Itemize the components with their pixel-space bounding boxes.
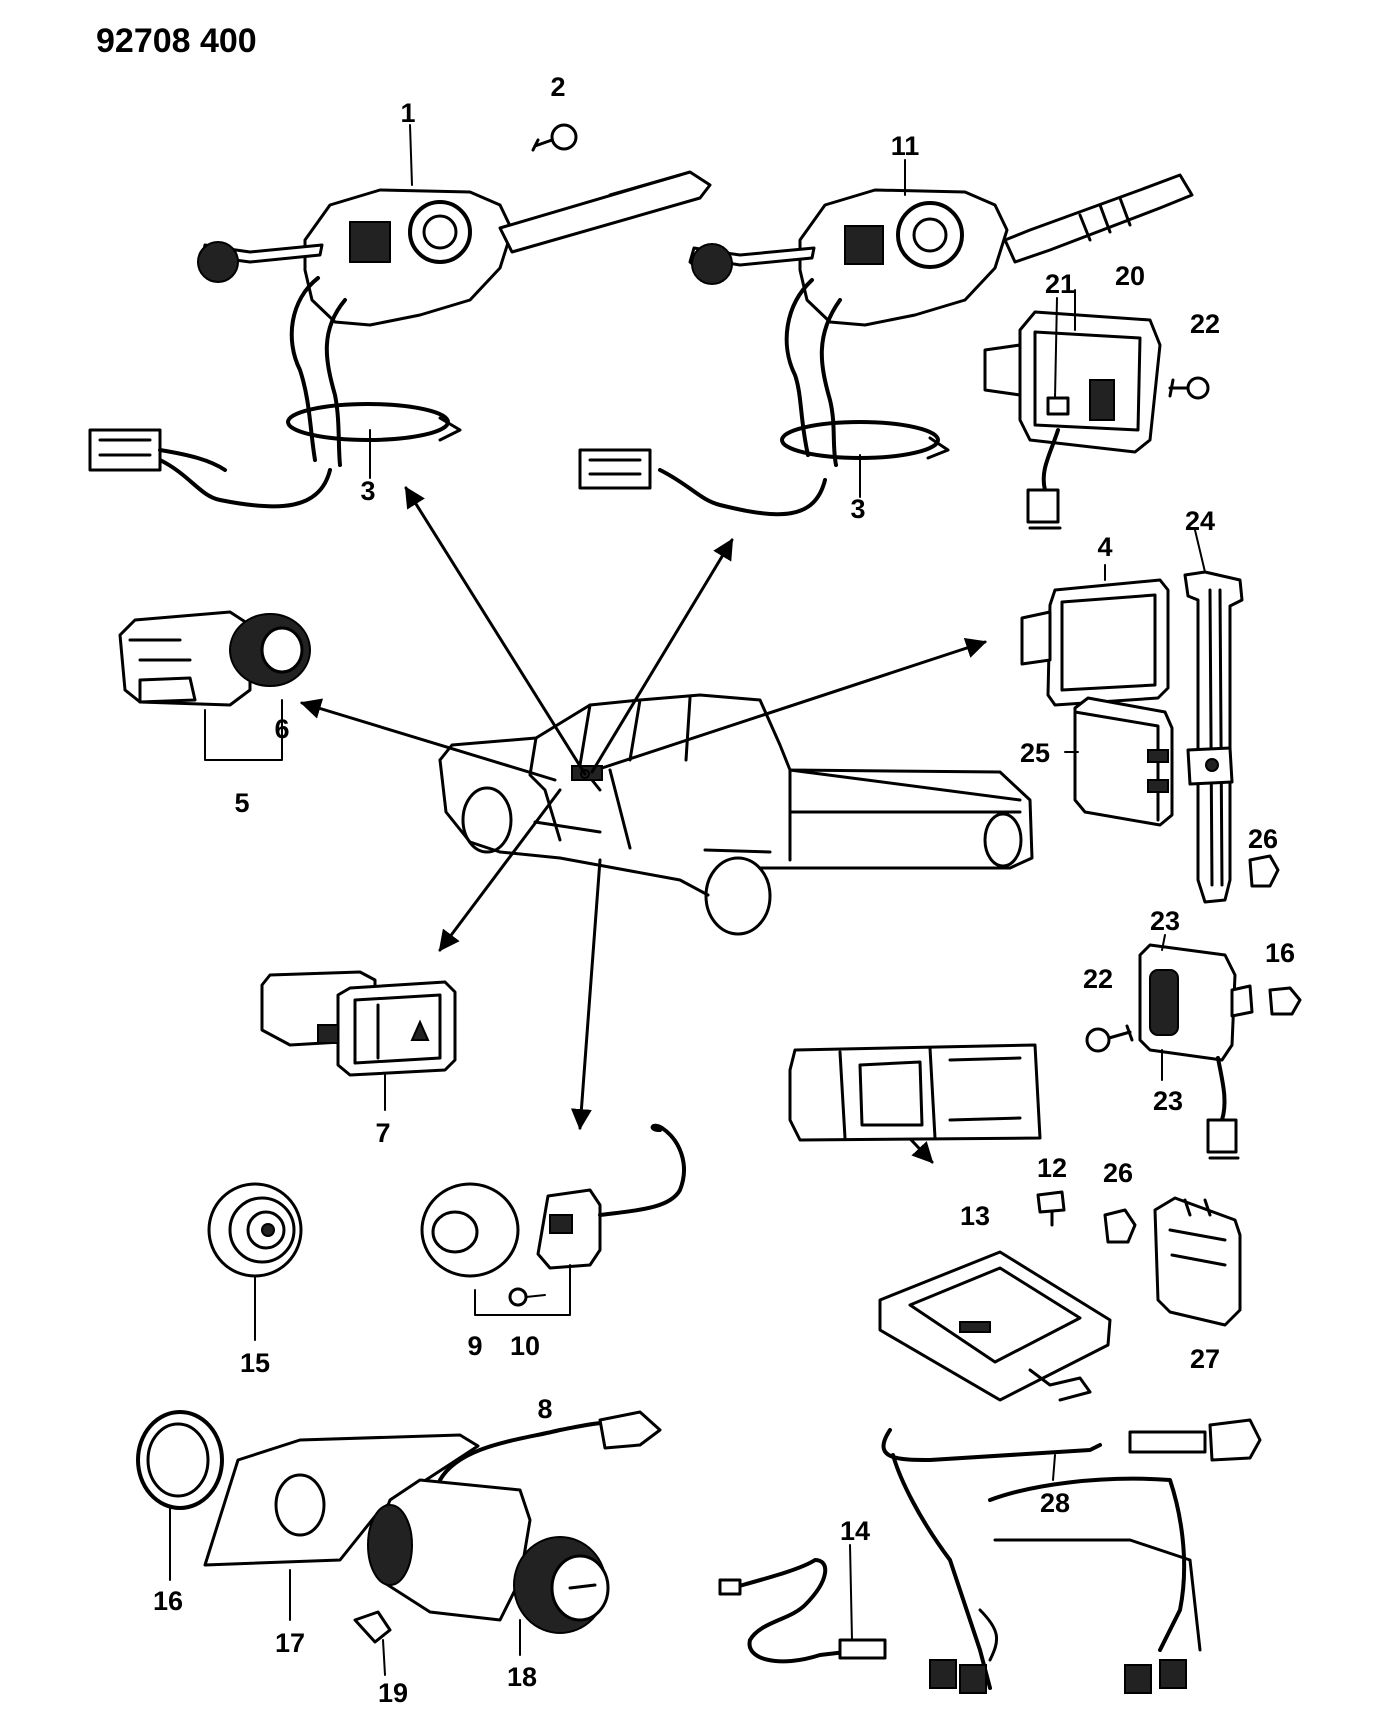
label-8: 8 [537,1394,552,1424]
label-22-lower: 22 [1083,964,1113,994]
plug-12 [1036,1190,1066,1227]
label-14: 14 [840,1516,870,1546]
label-17: 17 [275,1628,305,1658]
part-labels: 1 2 3 3 4 5 6 7 8 9 10 11 12 13 14 15 16… [153,72,1295,1708]
label-2: 2 [550,72,565,102]
nut-26-lower [1103,1208,1137,1244]
relay-25 [1073,696,1174,827]
relay-27 [1153,1196,1242,1327]
label-23-lower: 23 [1153,1086,1183,1116]
label-24: 24 [1185,506,1215,536]
diagram-code: 92708 400 [96,22,257,60]
label-7: 7 [375,1118,390,1148]
label-16-left: 16 [153,1586,183,1616]
label-9: 9 [467,1331,482,1361]
bulb-19 [353,1610,392,1676]
label-1: 1 [400,98,415,128]
headlamp-switch-5 [118,610,311,761]
bolt-22-upper [1168,376,1210,400]
label-11: 11 [891,131,920,161]
callout-lines [369,124,1206,1081]
knob-15 [207,1182,303,1341]
bolt-22-lower [1085,1024,1134,1053]
label-22-upper: 22 [1190,309,1220,339]
label-26-upper: 26 [1248,824,1278,854]
label-10: 10 [510,1331,540,1361]
bezel-17 [203,1433,480,1621]
control-unit-13 [878,1250,1112,1402]
label-21: 21 [1045,269,1075,299]
module-20 [983,310,1162,530]
label-5: 5 [234,788,249,818]
pickup-truck-illustration [438,693,1034,936]
nut-26-upper [1248,854,1280,888]
label-25: 25 [1020,738,1050,768]
label-27: 27 [1190,1344,1220,1374]
harness-28 [881,1418,1262,1694]
relay-23 [1138,943,1254,1160]
lighter-socket-18 [367,1410,662,1656]
label-18: 18 [507,1662,537,1692]
label-16-right: 16 [1265,938,1295,968]
label-12: 12 [1037,1153,1067,1183]
label-6: 6 [274,714,289,744]
light-assembly-8 [420,1123,686,1316]
screw-2 [531,123,578,152]
label-13: 13 [960,1201,990,1231]
label-20: 20 [1115,261,1145,291]
label-28: 28 [1040,1488,1070,1518]
clip-16-upper [1268,986,1302,1016]
combination-switch-11 [578,173,1194,517]
vehicle-top-view [788,1043,1042,1142]
combination-switch-1 [88,170,712,509]
label-26-lower: 26 [1103,1158,1133,1188]
ring-16 [136,1410,224,1581]
label-15: 15 [240,1348,270,1378]
label-3-right: 3 [850,494,865,524]
label-4: 4 [1097,532,1112,562]
hazard-switch-7 [260,970,457,1111]
switch-4 [1020,578,1170,707]
label-3-left: 3 [360,476,375,506]
bracket-24 [1183,570,1244,904]
label-19: 19 [378,1678,408,1708]
sensor-14 [718,1544,887,1664]
label-23-upper: 23 [1150,906,1180,936]
